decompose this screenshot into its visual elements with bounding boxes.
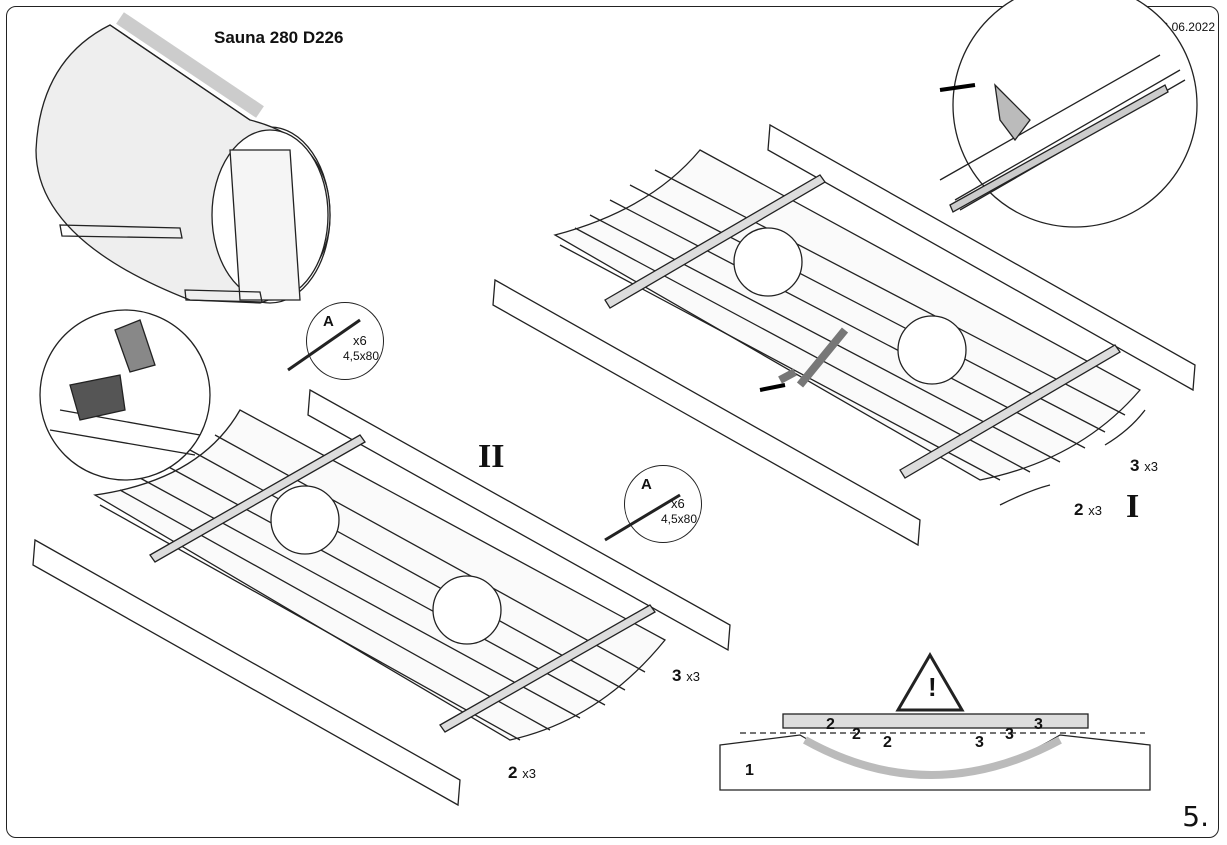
board-number: 3 — [1034, 716, 1043, 733]
stage-two-label: II — [478, 438, 505, 475]
warning-icon: ! — [928, 672, 937, 702]
screw-callout-bottom: A x6 4,5x80 — [624, 465, 702, 543]
qty-number: 2 — [508, 763, 518, 782]
board-number: 3 — [975, 734, 984, 751]
board-number: 2 — [883, 734, 892, 751]
qty-three-stage-one: 3 x3 — [1130, 456, 1158, 476]
hammer-detail-bubble — [939, 0, 1198, 228]
screw-size: 4,5x80 — [661, 512, 698, 526]
qty-two-stage-two: 2 x3 — [508, 763, 536, 783]
step-number: 5. — [1182, 800, 1209, 833]
board-number: 2 — [852, 726, 861, 743]
page-title: Sauna 280 D226 — [214, 28, 344, 47]
stage-one-drawing — [492, 123, 1196, 547]
qty-multiplier: x3 — [686, 669, 700, 684]
arrow-icon — [999, 484, 1051, 506]
screw-callout-top: A x6 4,5x80 — [306, 302, 384, 380]
qty-multiplier: x3 — [522, 766, 536, 781]
stage-two-drawing — [32, 388, 731, 807]
qty-multiplier: x3 — [1144, 459, 1158, 474]
screw-count: x6 — [671, 496, 685, 511]
stage-one-label: I — [1126, 488, 1140, 525]
screw-letter: A — [641, 476, 652, 493]
arrow-icon — [1104, 409, 1146, 446]
part-label: 1 — [745, 762, 754, 779]
board-number: 3 — [1005, 726, 1014, 743]
qty-number: 3 — [672, 666, 682, 685]
qty-multiplier: x3 — [1088, 503, 1102, 518]
screw-letter: A — [323, 313, 334, 330]
page-frame — [6, 6, 1219, 838]
qty-number: 2 — [1074, 500, 1084, 519]
qty-three-stage-two: 3 x3 — [672, 666, 700, 686]
board-number: 2 — [826, 716, 835, 733]
qty-two-stage-one: 2 x3 — [1074, 500, 1102, 520]
screw-count: x6 — [353, 333, 367, 348]
drill-detail-bubble — [39, 309, 211, 481]
level-detail — [719, 652, 1151, 791]
screw-size: 4,5x80 — [343, 349, 380, 363]
qty-number: 3 — [1130, 456, 1140, 475]
sauna-thumbnail — [35, 12, 331, 304]
